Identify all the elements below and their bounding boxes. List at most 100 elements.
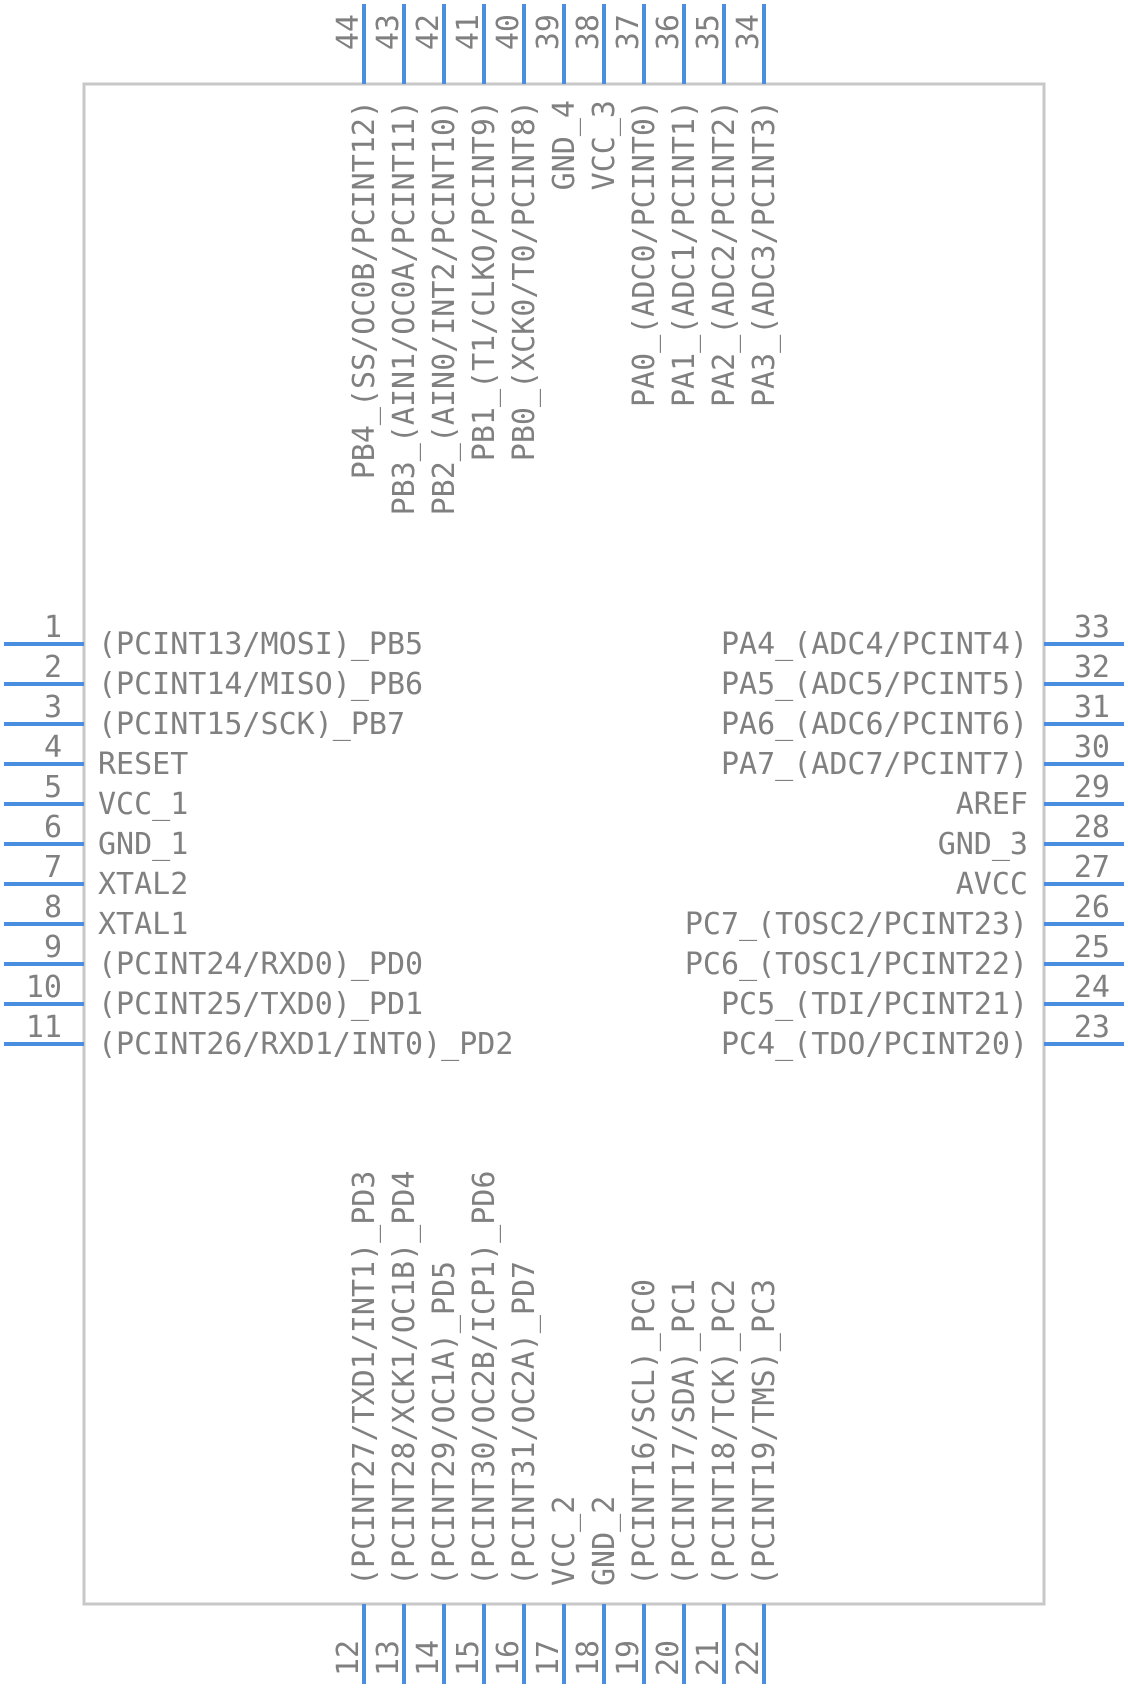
pin-number-43: 43 bbox=[371, 14, 406, 50]
pin-number-2: 2 bbox=[44, 650, 62, 685]
pin-number-33: 33 bbox=[1074, 610, 1110, 645]
pin-label-pc6-tosc1-pcint22: PC6_(TOSC1/PCINT22) bbox=[685, 947, 1028, 982]
pin-number-27: 27 bbox=[1074, 850, 1110, 885]
pin-number-23: 23 bbox=[1074, 1010, 1110, 1045]
pin-number-14: 14 bbox=[411, 1640, 446, 1676]
pin-label-pcint31-oc2a-pd7: (PCINT31/OC2A)_PD7 bbox=[507, 1261, 542, 1586]
pin-label-vcc-3: VCC_3 bbox=[587, 100, 622, 190]
pin-7: 7 XTAL2 bbox=[4, 850, 188, 902]
pin-number-17: 17 bbox=[531, 1640, 566, 1676]
pin-label-pa2-adc2-pcint2: PA2_(ADC2/PCINT2) bbox=[707, 100, 742, 407]
pin-label-pcint18-tck-pc2: (PCINT18/TCK)_PC2 bbox=[707, 1279, 742, 1586]
pin-label-pa3-adc3-pcint3: PA3_(ADC3/PCINT3) bbox=[747, 100, 782, 407]
pin-23: 23 PC4_(TDO/PCINT20) bbox=[721, 1010, 1124, 1062]
pin-label-pa0-adc0-pcint0: PA0_(ADC0/PCINT0) bbox=[627, 100, 662, 407]
pin-number-39: 39 bbox=[531, 14, 566, 50]
pin-5: 5 VCC_1 bbox=[4, 770, 188, 822]
pin-label-pcint30-oc2b-icp1-pd6: (PCINT30/OC2B/ICP1)_PD6 bbox=[467, 1171, 502, 1586]
pin-label-pb0-xck0-t0-pcint8: PB0_(XCK0/T0/PCINT8) bbox=[507, 100, 542, 461]
pin-label-pb4-ss-oc0b-pcint12: PB4_(SS/OC0B/PCINT12) bbox=[347, 100, 382, 479]
pin-20: 20 (PCINT17/SDA)_PC1 bbox=[651, 1279, 702, 1684]
pin-number-20: 20 bbox=[651, 1640, 686, 1676]
pin-number-12: 12 bbox=[331, 1640, 366, 1676]
pin-number-26: 26 bbox=[1074, 890, 1110, 925]
pin-number-5: 5 bbox=[44, 770, 62, 805]
pin-number-18: 18 bbox=[571, 1640, 606, 1676]
pin-3: 3 (PCINT15/SCK)_PB7 bbox=[4, 690, 405, 742]
pin-27: 27 AVCC bbox=[956, 850, 1124, 902]
pin-number-13: 13 bbox=[371, 1640, 406, 1676]
pin-16: 16 (PCINT31/OC2A)_PD7 bbox=[491, 1261, 542, 1684]
pin-1: 1(PCINT13/MOSI)_PB5 bbox=[4, 610, 423, 662]
pin-label-gnd-2: GND_2 bbox=[587, 1496, 622, 1586]
ic-body-outline bbox=[82, 82, 1046, 1606]
pin-number-32: 32 bbox=[1074, 650, 1110, 685]
pin-12: 12 (PCINT27/TXD1/INT1)_PD3 bbox=[331, 1171, 382, 1684]
pin-label-pcint27-txd1-int1-pd3: (PCINT27/TXD1/INT1)_PD3 bbox=[347, 1171, 382, 1586]
pin-label-gnd-4: GND_4 bbox=[547, 100, 582, 190]
pin-label-pcint24-rxd0-pd0: (PCINT24/RXD0)_PD0 bbox=[98, 947, 423, 982]
pin-9: 9(PCINT24/RXD0)_PD0 bbox=[4, 930, 423, 982]
pin-label-aref: AREF bbox=[956, 787, 1028, 822]
pin-number-19: 19 bbox=[611, 1640, 646, 1676]
pin-label-pcint13-mosi-pb5: (PCINT13/MOSI)_PB5 bbox=[98, 627, 423, 662]
pin-21: 21 (PCINT18/TCK)_PC2 bbox=[691, 1279, 742, 1684]
pin-label-gnd-3: GND_3 bbox=[938, 827, 1028, 862]
pin-label-pcint17-sda-pc1: (PCINT17/SDA)_PC1 bbox=[667, 1279, 702, 1586]
pin-25: 25 PC6_(TOSC1/PCINT22) bbox=[685, 930, 1124, 982]
pin-2: 2 (PCINT14/MISO)_PB6 bbox=[4, 650, 423, 702]
pin-number-10: 10 bbox=[26, 970, 62, 1005]
pin-number-3: 3 bbox=[44, 690, 62, 725]
pin-13: 13 (PCINT28/XCK1/OC1B)_PD4 bbox=[371, 1171, 422, 1684]
pin-label-pa5-adc5-pcint5: PA5_(ADC5/PCINT5) bbox=[721, 667, 1028, 702]
pin-label-avcc: AVCC bbox=[956, 867, 1028, 902]
pin-label-vcc-1: VCC_1 bbox=[98, 787, 188, 822]
pin-label-pb1-t1-clko-pcint9: PB1_(T1/CLKO/PCINT9) bbox=[467, 100, 502, 461]
pin-number-37: 37 bbox=[611, 14, 646, 50]
pin-label-pb2-ain0-int2-pcint10: PB2_(AIN0/INT2/PCINT10) bbox=[427, 100, 462, 515]
pin-label-pcint19-tms-pc3: (PCINT19/TMS)_PC3 bbox=[747, 1279, 782, 1586]
pin-number-8: 8 bbox=[44, 890, 62, 925]
pin-number-29: 29 bbox=[1074, 770, 1110, 805]
pin-number-16: 16 bbox=[491, 1640, 526, 1676]
pin-number-7: 7 bbox=[44, 850, 62, 885]
pin-label-pcint28-xck1-oc1b-pd4: (PCINT28/XCK1/OC1B)_PD4 bbox=[387, 1171, 422, 1586]
pin-label-xtal2: XTAL2 bbox=[98, 867, 188, 902]
pin-11: 11(PCINT26/RXD1/INT0)_PD2 bbox=[4, 1010, 513, 1062]
pin-label-vcc-2: VCC_2 bbox=[547, 1496, 582, 1586]
pin-number-21: 21 bbox=[691, 1640, 726, 1676]
pin-label-pa1-adc1-pcint1: PA1_(ADC1/PCINT1) bbox=[667, 100, 702, 407]
pin-32: 32 PA5_(ADC5/PCINT5) bbox=[721, 650, 1124, 702]
pin-number-35: 35 bbox=[691, 14, 726, 50]
pin-number-36: 36 bbox=[651, 14, 686, 50]
pin-label-pa6-adc6-pcint6: PA6_(ADC6/PCINT6) bbox=[721, 707, 1028, 742]
pin-number-22: 22 bbox=[731, 1640, 766, 1676]
pin-number-15: 15 bbox=[451, 1640, 486, 1676]
pin-number-42: 42 bbox=[411, 14, 446, 50]
pin-number-34: 34 bbox=[731, 14, 766, 50]
pin-label-pcint26-rxd1-int0-pd2: (PCINT26/RXD1/INT0)_PD2 bbox=[98, 1027, 513, 1062]
pin-15: 15 (PCINT30/OC2B/ICP1)_PD6 bbox=[451, 1171, 502, 1684]
pin-label-pa7-adc7-pcint7: PA7_(ADC7/PCINT7) bbox=[721, 747, 1028, 782]
pin-label-pc4-tdo-pcint20: PC4_(TDO/PCINT20) bbox=[721, 1027, 1028, 1062]
pin-label-pcint15-sck-pb7: (PCINT15/SCK)_PB7 bbox=[98, 707, 405, 742]
pin-number-25: 25 bbox=[1074, 930, 1110, 965]
pin-label-pcint14-miso-pb6: (PCINT14/MISO)_PB6 bbox=[98, 667, 423, 702]
